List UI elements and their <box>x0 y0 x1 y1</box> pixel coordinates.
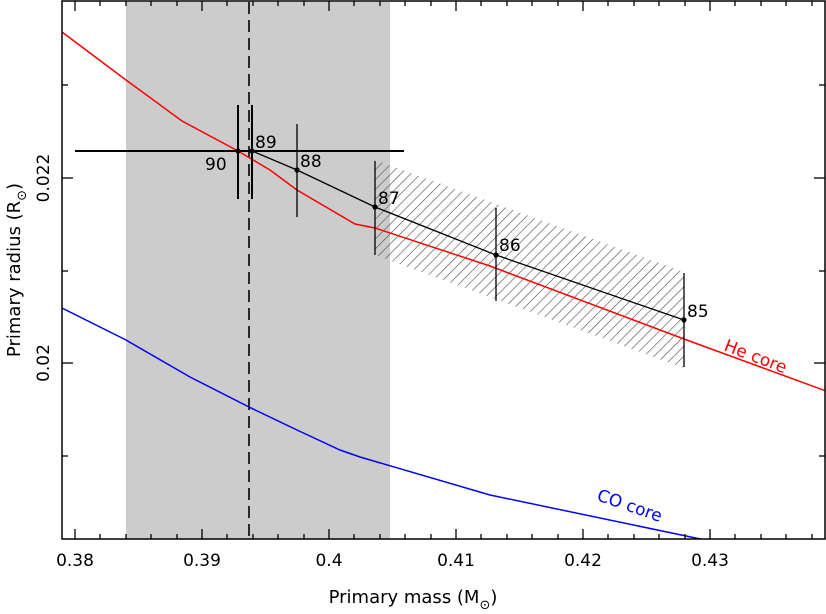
point-label-87: 87 <box>378 189 400 209</box>
x-tick-label: 0.43 <box>691 551 729 571</box>
axes-frame <box>61 0 826 540</box>
mass-constraint-band <box>126 2 390 539</box>
y-axis-title: Primary radius (R⊙) <box>4 183 30 357</box>
point-label-90: 90 <box>205 155 227 175</box>
x-axis-ticks <box>74 1 813 539</box>
x-tick-label: 0.39 <box>183 551 221 571</box>
co-core-label: CO core <box>594 486 664 527</box>
x-tick-label: 0.4 <box>315 551 342 571</box>
point-label-85: 85 <box>687 302 709 322</box>
y-axis-ticks <box>62 84 825 457</box>
data-point-85 <box>681 317 687 323</box>
data-point-89 <box>249 148 255 154</box>
point-label-86: 86 <box>499 236 521 256</box>
hatched-uncertainty-region <box>375 160 684 368</box>
x-tick-label: 0.41 <box>437 551 475 571</box>
x-tick-label: 0.38 <box>56 551 94 571</box>
data-point-88 <box>294 167 300 173</box>
data-point-90 <box>235 148 241 154</box>
x-axis-title: Primary mass (M⊙) <box>329 587 498 613</box>
x-tick-label: 0.42 <box>564 551 602 571</box>
he-core-label: He core <box>721 336 789 378</box>
y-tick-label: 0.02 <box>34 344 54 382</box>
point-label-89: 89 <box>255 133 277 153</box>
data-point-86 <box>493 252 499 258</box>
co-core-curve <box>62 307 705 539</box>
data-point-87 <box>372 204 378 210</box>
y-tick-label: 0.022 <box>34 154 54 203</box>
plot-area <box>62 2 825 539</box>
point-label-88: 88 <box>300 152 322 172</box>
